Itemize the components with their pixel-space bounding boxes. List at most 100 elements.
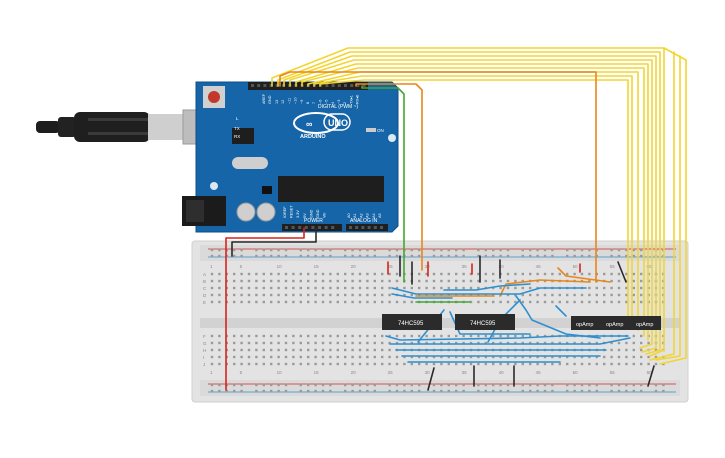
capacitor-2 — [256, 202, 276, 222]
blue-wire-5[interactable] — [449, 311, 531, 335]
analog-label: ANALOG IN — [350, 218, 378, 224]
column-number: 55 — [610, 370, 616, 375]
row-letter: F — [203, 334, 206, 339]
green-wire-group — [361, 85, 471, 303]
red-power-wire[interactable] — [225, 227, 305, 391]
l-label: L — [236, 116, 239, 121]
chip-body — [455, 314, 515, 330]
yellow-wire-bundle — [271, 47, 687, 365]
chip-label: opAmp — [636, 322, 653, 328]
row-letter: E — [203, 300, 206, 305]
regulator — [232, 128, 254, 144]
yellow-wire-11[interactable] — [655, 55, 681, 361]
uno-label: UNO — [328, 118, 348, 128]
pin-label: A5 — [378, 213, 382, 218]
pin-label: ~9 — [300, 100, 304, 104]
chip-body — [571, 316, 601, 330]
pin-label: GND — [309, 209, 313, 218]
power-rail-top — [200, 245, 680, 261]
column-number: 45 — [536, 370, 542, 375]
opamp-2[interactable]: opAmp — [601, 316, 631, 330]
digital-label: DIGITAL (PWM ~) — [318, 104, 358, 110]
pin-label: GND — [268, 95, 272, 104]
column-number: 50 — [573, 370, 579, 375]
pin-label: 4 — [331, 102, 335, 104]
blue-wire-3[interactable] — [443, 283, 531, 291]
orange-wire-2[interactable] — [355, 83, 423, 271]
blue-wire-7[interactable] — [389, 337, 631, 345]
row-letter: A — [203, 272, 206, 277]
column-number: 1 — [210, 370, 213, 375]
black-wire-group — [231, 227, 655, 391]
pin-label: 13 — [275, 100, 279, 104]
tx-label: TX — [234, 126, 240, 131]
black-ground-wire[interactable] — [231, 227, 317, 257]
column-number: 10 — [277, 264, 283, 269]
column-number: 40 — [499, 370, 505, 375]
blue-wire-1[interactable] — [391, 287, 587, 295]
black-jumper-5[interactable] — [617, 261, 627, 283]
usb-cable — [36, 109, 218, 145]
yellow-wire-5[interactable] — [295, 63, 649, 341]
atmega-chip — [278, 176, 384, 202]
yellow-wire-2[interactable] — [277, 51, 661, 355]
opamp-3[interactable]: opAmp — [631, 316, 661, 330]
shift-register-2[interactable]: 74HC595 — [455, 314, 515, 330]
column-number: 55 — [610, 264, 616, 269]
column-number: 30 — [425, 370, 431, 375]
yellow-wire-8[interactable] — [313, 75, 633, 325]
row-letter: G — [203, 341, 207, 346]
orange-wire-4[interactable] — [499, 279, 591, 297]
arduino-brand: ARDUINO — [300, 134, 326, 140]
yellow-wire-1[interactable] — [271, 47, 665, 357]
orange-wire-5[interactable] — [557, 267, 611, 283]
pin-label: 5V — [303, 213, 307, 218]
blue-wire-6[interactable] — [385, 335, 629, 341]
blue-wire-13[interactable] — [555, 305, 567, 317]
row-letter: H — [203, 348, 206, 353]
pin-label: TX▸1 — [349, 95, 353, 104]
pin-label: ~6 — [318, 100, 322, 104]
pin-label: 3.3V — [296, 210, 300, 218]
pin-label: 7 — [312, 102, 316, 104]
rx-label: RX — [234, 134, 240, 139]
yellow-wire-6[interactable] — [301, 67, 645, 337]
yellow-wire-10[interactable] — [659, 59, 687, 365]
yellow-wire-9[interactable] — [319, 79, 629, 319]
on-label: ON — [377, 128, 384, 133]
pin-label: RX◂0 — [356, 95, 360, 104]
row-letter: C — [203, 286, 207, 291]
column-number: 15 — [314, 370, 320, 375]
orange-wire-group — [279, 71, 611, 297]
pin-label: GND — [316, 209, 320, 218]
usb-plug-metal — [148, 114, 184, 140]
reset-button-cap[interactable] — [208, 91, 220, 103]
pin-label: A0 — [347, 213, 351, 218]
yellow-wire-12[interactable] — [649, 51, 675, 361]
orange-wire-1[interactable] — [279, 71, 597, 283]
row-letter: B — [203, 279, 206, 284]
usb-cable-strain — [58, 117, 76, 137]
black-jumper-6[interactable] — [427, 367, 435, 391]
chips: 74HC595 74HC595 opAmp opAmp opAmp — [382, 314, 661, 330]
column-number: 20 — [351, 264, 357, 269]
opamp-1[interactable]: opAmp — [571, 316, 601, 330]
yellow-wire-4[interactable] — [289, 59, 653, 349]
column-number: 60 — [647, 370, 653, 375]
yellow-wire-3[interactable] — [283, 55, 657, 353]
column-number: 5 — [240, 370, 243, 375]
black-jumper-9[interactable] — [647, 365, 655, 387]
row-letter: I — [203, 355, 204, 360]
blue-wire-2[interactable] — [391, 293, 453, 299]
pin-label: ~5 — [325, 100, 329, 104]
pin-label: RESET — [290, 205, 294, 218]
pin-label: A4 — [372, 213, 376, 218]
shift-register-1[interactable]: 74HC595 — [382, 314, 442, 330]
column-number: 40 — [499, 264, 505, 269]
green-wire-1[interactable] — [361, 85, 405, 283]
pin-label: 2 — [343, 102, 347, 104]
row-letter: D — [203, 293, 207, 298]
column-number: 50 — [573, 264, 579, 269]
column-number: 25 — [388, 264, 394, 269]
